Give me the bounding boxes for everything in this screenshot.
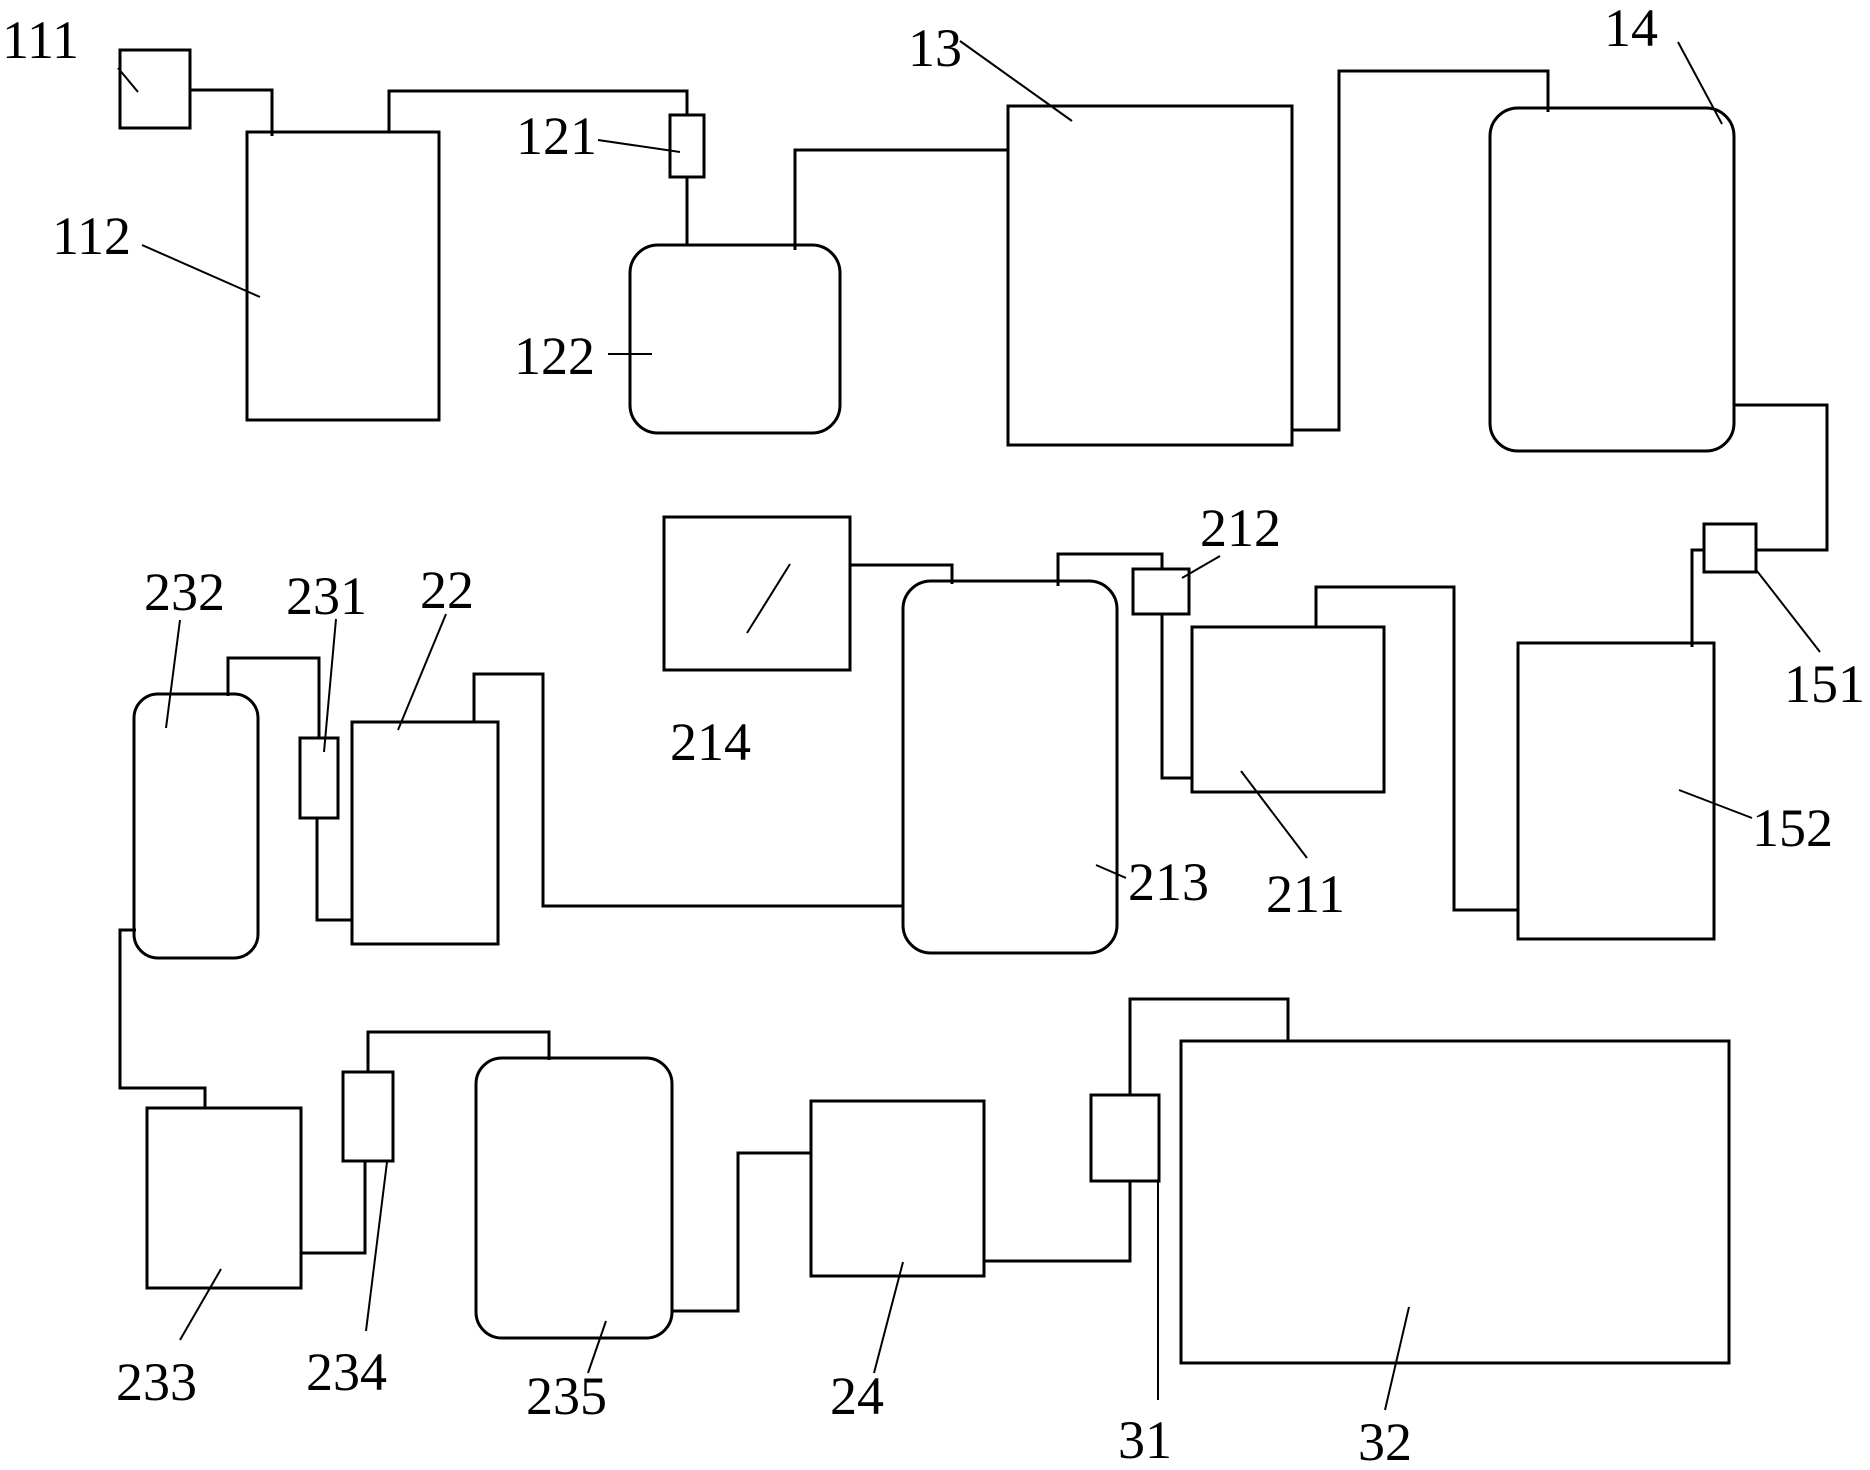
pipe-22-231 [315, 818, 352, 922]
label-112: 112 [52, 206, 131, 266]
label-214: 214 [670, 712, 751, 772]
leader-152 [1678, 789, 1753, 819]
pipe-14-151 [1734, 403, 1829, 552]
label-234: 234 [306, 1342, 387, 1402]
label-24: 24 [830, 1366, 884, 1426]
leader-24 [873, 1261, 904, 1374]
component-31 [1089, 1093, 1161, 1183]
label-212: 212 [1200, 498, 1281, 558]
label-121: 121 [516, 106, 597, 166]
label-14: 14 [1604, 0, 1658, 58]
leader-111 [117, 67, 139, 93]
component-231 [298, 736, 340, 820]
leader-231 [323, 618, 337, 753]
pipe-112-121 [387, 89, 689, 132]
pipe-24-31 [984, 1181, 1132, 1263]
leader-14 [1677, 41, 1723, 125]
pipe-232-233 [118, 928, 207, 1108]
pipe-152-211 [1314, 585, 1518, 912]
leader-234 [365, 1161, 388, 1332]
pipe-213-22 [472, 672, 903, 908]
leader-32 [1384, 1306, 1410, 1411]
pipe-151-152 [1690, 548, 1704, 647]
component-214 [662, 515, 852, 672]
label-111: 111 [2, 10, 79, 70]
component-232 [132, 692, 260, 960]
label-22: 22 [420, 560, 474, 620]
pipe-111-112 [190, 88, 274, 136]
pipe-234-235 [366, 1030, 551, 1072]
pipe-31-32 [1128, 997, 1290, 1095]
pipe-233-234 [301, 1161, 367, 1255]
pipe-211-212 [1160, 614, 1192, 780]
leader-235 [587, 1320, 607, 1374]
component-111 [118, 48, 192, 130]
label-233: 233 [116, 1352, 197, 1412]
label-31: 31 [1118, 1410, 1172, 1470]
pipe-214-213 [850, 563, 954, 584]
leader-232 [165, 619, 181, 729]
label-213: 213 [1128, 852, 1209, 912]
label-231: 231 [286, 566, 367, 626]
leader-211 [1240, 770, 1308, 859]
leader-121 [597, 139, 681, 153]
component-32 [1179, 1039, 1731, 1365]
leader-151 [1756, 570, 1821, 653]
component-152 [1516, 641, 1716, 941]
component-13 [1006, 104, 1294, 447]
component-112 [245, 130, 441, 422]
component-211 [1190, 625, 1386, 794]
leader-22 [397, 613, 447, 731]
component-24 [809, 1099, 986, 1278]
leader-13 [959, 40, 1073, 122]
label-235: 235 [526, 1366, 607, 1426]
component-213 [901, 579, 1119, 955]
component-234 [341, 1070, 395, 1163]
component-121 [668, 113, 706, 179]
pipe-13-14 [1292, 69, 1550, 432]
leader-112 [141, 244, 261, 298]
pipe-235-24 [672, 1151, 811, 1313]
component-212 [1131, 567, 1191, 616]
leader-214 [746, 563, 791, 634]
label-32: 32 [1358, 1412, 1412, 1470]
component-151 [1702, 522, 1758, 574]
label-152: 152 [1752, 798, 1833, 858]
pipe-212-213 [1056, 552, 1164, 586]
component-122 [628, 243, 842, 435]
component-22 [350, 720, 500, 946]
leader-213 [1095, 864, 1127, 879]
label-13: 13 [908, 18, 962, 78]
label-151: 151 [1784, 654, 1865, 714]
pipe-122-13 [793, 148, 1008, 250]
component-233 [145, 1106, 303, 1290]
leader-212 [1181, 555, 1221, 579]
component-14 [1488, 106, 1736, 453]
label-232: 232 [144, 562, 225, 622]
pipe-231-232 [226, 656, 321, 738]
label-211: 211 [1266, 864, 1345, 924]
component-235 [474, 1056, 674, 1340]
label-122: 122 [514, 326, 595, 386]
leader-233 [179, 1268, 222, 1341]
